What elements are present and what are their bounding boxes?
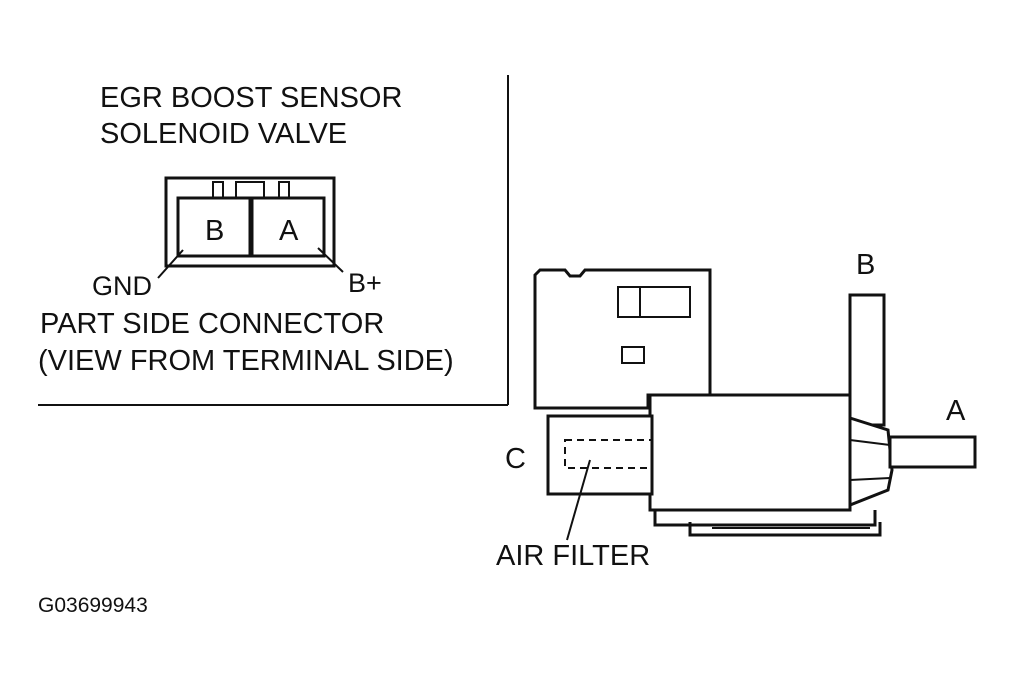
connector-title-line1: EGR BOOST SENSOR (100, 82, 402, 114)
connector-body (164, 176, 336, 268)
connector-tab-left (212, 181, 224, 199)
housing-window-right (639, 286, 691, 318)
port-b-tube (848, 293, 886, 427)
connector-caption-line2: (VIEW FROM TERMINAL SIDE) (38, 345, 454, 377)
collar-line-2 (849, 477, 891, 481)
housing-lock (621, 346, 645, 364)
air-filter-label: AIR FILTER (496, 540, 650, 572)
connector-tab-right (278, 181, 290, 199)
valve-connector-housing (533, 268, 712, 410)
terminal-b-cavity (176, 196, 252, 258)
port-c-housing (546, 414, 654, 496)
terminal-b-label: B (205, 215, 224, 247)
air-filter-leader-line (566, 459, 591, 541)
part-side-connector: B A (164, 176, 336, 268)
solenoid-valve (533, 268, 977, 537)
base-plate (653, 510, 877, 527)
gnd-label: GND (92, 271, 152, 301)
air-filter-element (564, 439, 653, 469)
base-flange (688, 522, 882, 537)
port-a-label: A (946, 395, 966, 427)
connector-title-line2: SOLENOID VALVE (100, 118, 347, 150)
valve-body (648, 393, 852, 512)
connector-latch (235, 181, 265, 199)
figure-id: G03699943 (38, 594, 148, 617)
port-b-label: B (856, 249, 875, 281)
connector-caption-line1: PART SIDE CONNECTOR (40, 308, 384, 340)
terminal-a-cavity (250, 196, 326, 258)
gnd-leader-line (157, 249, 184, 279)
bplus-leader-line (317, 247, 344, 273)
port-c-label: C (505, 443, 526, 475)
port-a-tube (888, 435, 977, 469)
bplus-label: B+ (348, 268, 382, 298)
terminal-a-label: A (279, 215, 299, 247)
collar-line-1 (849, 439, 891, 446)
valve-collar (848, 415, 894, 508)
